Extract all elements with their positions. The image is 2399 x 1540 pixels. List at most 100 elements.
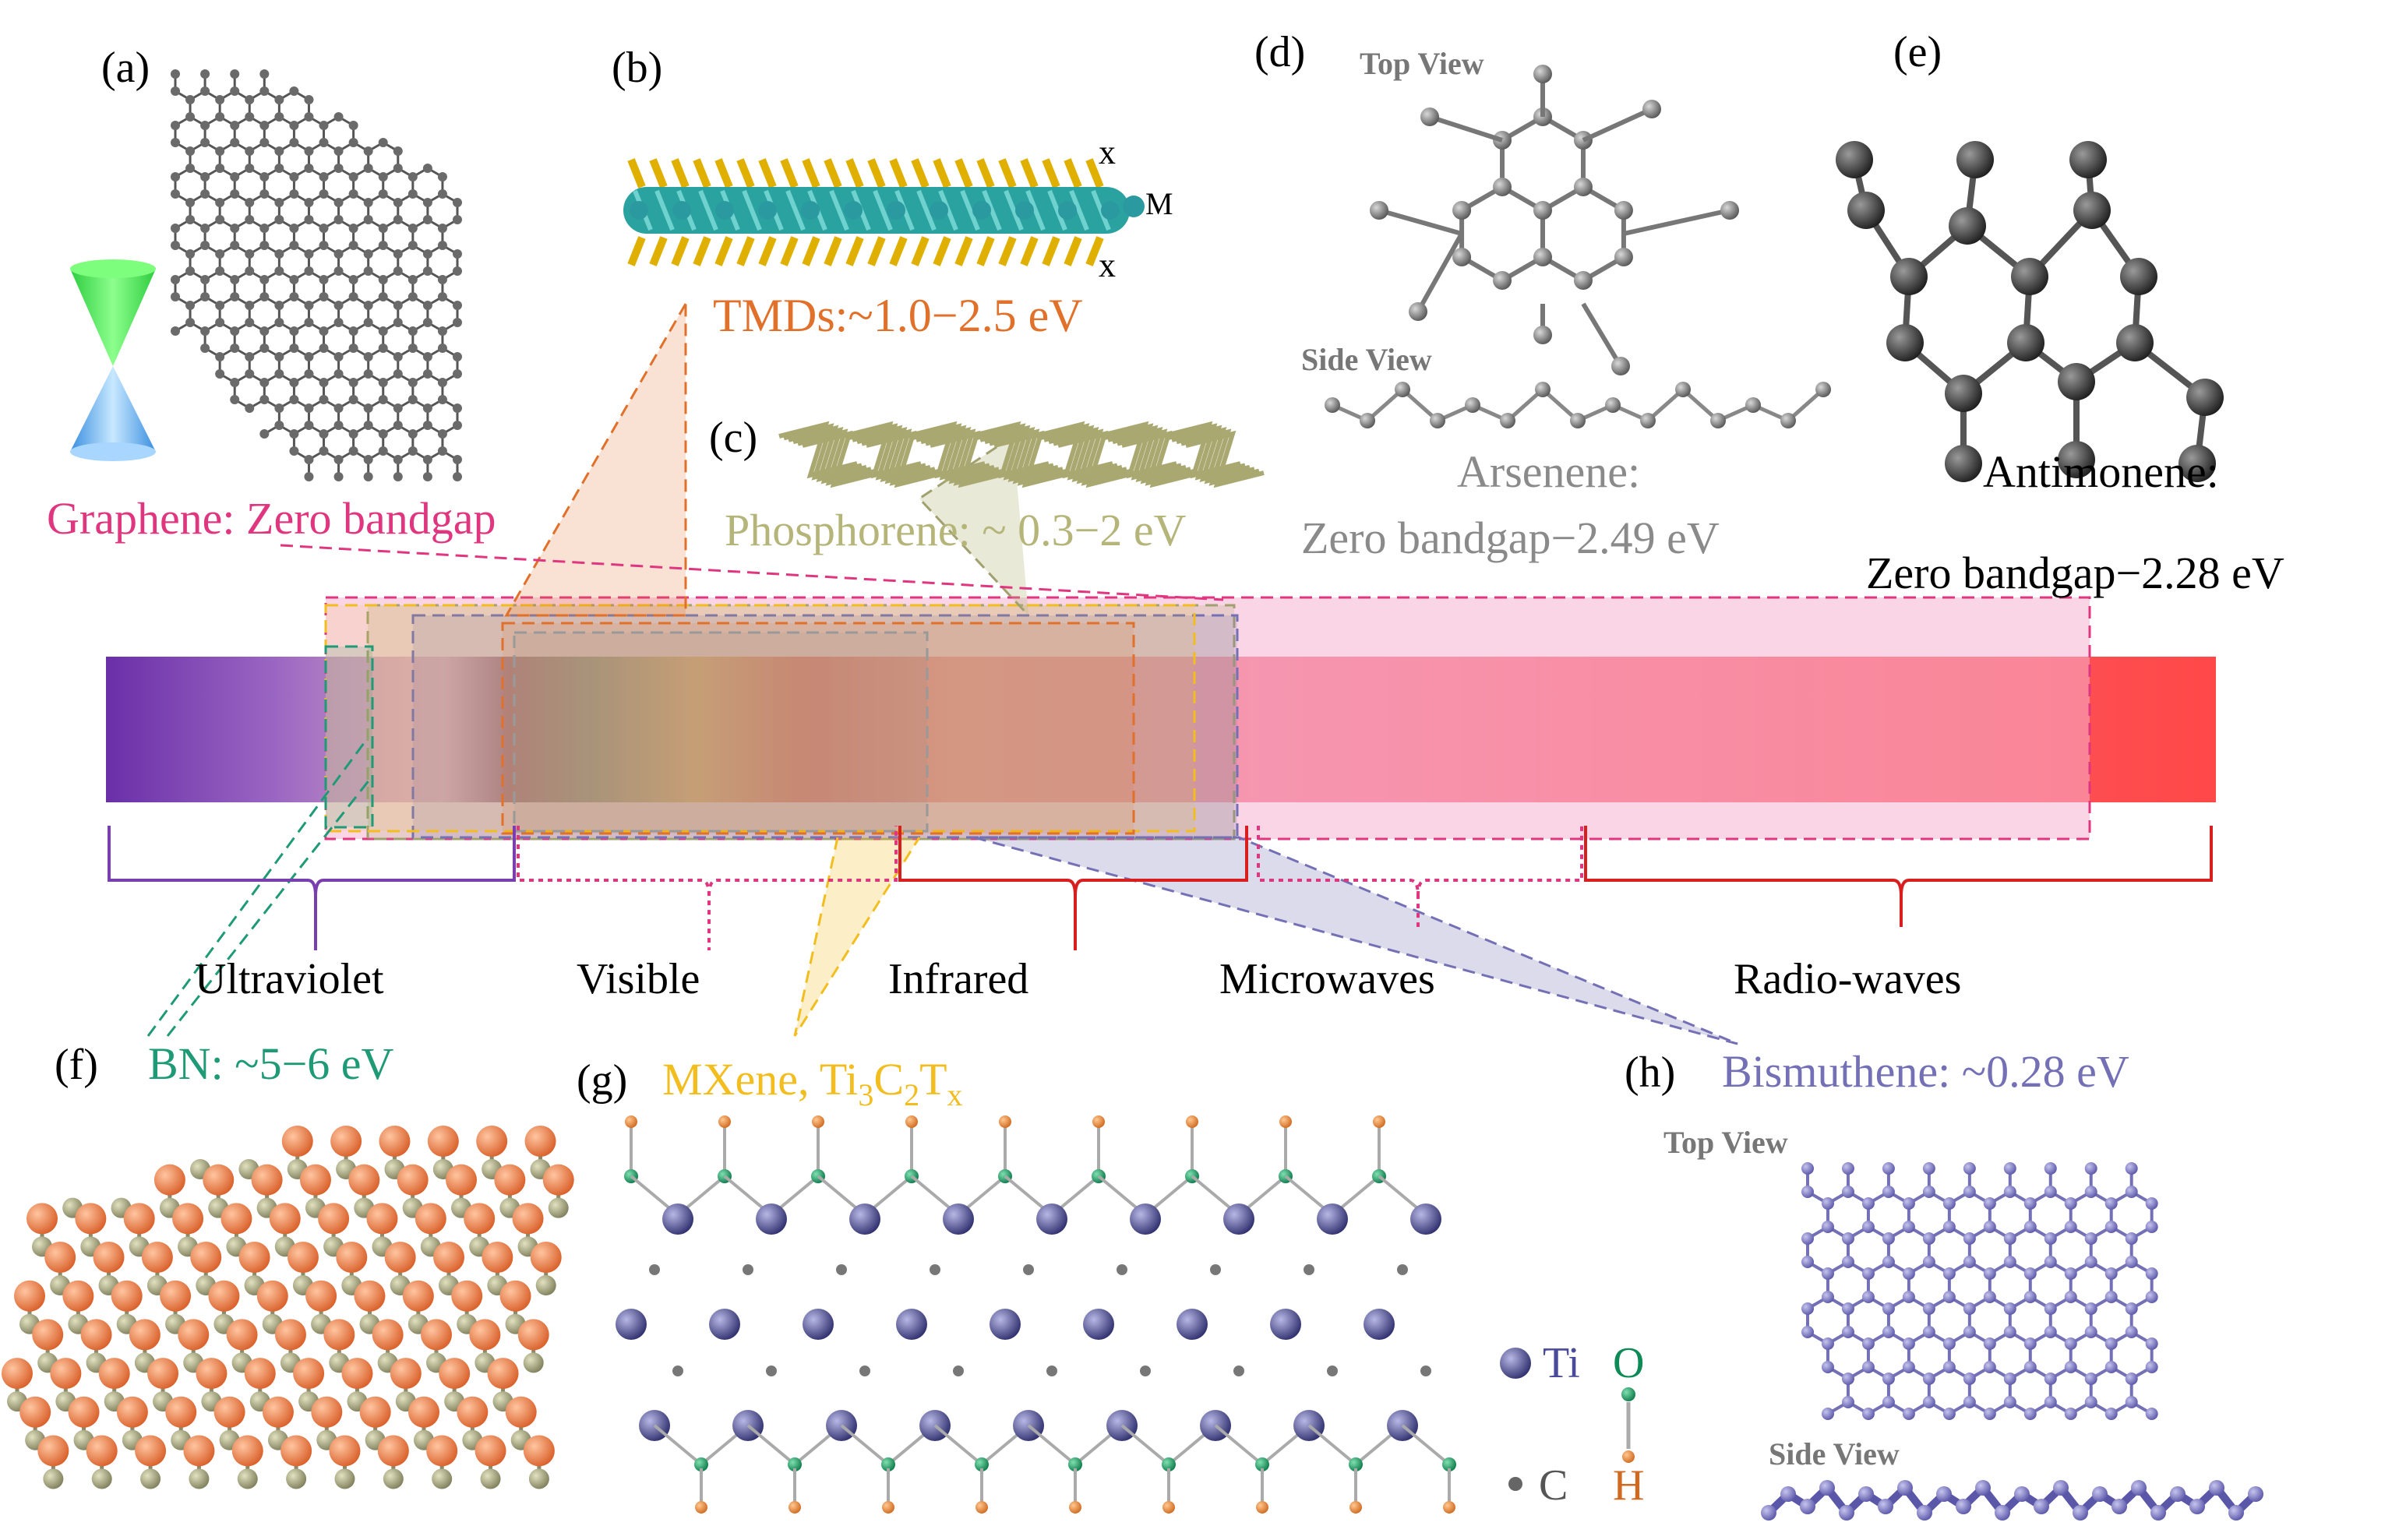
tmd-x-top — [802, 158, 820, 189]
graphene-atom — [378, 138, 388, 147]
graphene-atom — [259, 86, 270, 96]
bismuthene-atom — [2084, 1186, 2097, 1198]
graphene-atom — [319, 241, 329, 250]
graphene-atom — [333, 404, 344, 413]
tmd-x-top — [758, 158, 777, 189]
arsenene-side-atom — [1535, 382, 1551, 397]
graphene-atom — [333, 369, 344, 379]
bn-boron-atom — [415, 1203, 446, 1235]
bismuthene-atom — [2145, 1361, 2158, 1373]
bn-boron-atom — [359, 1396, 391, 1428]
mxene-ti-atom — [1083, 1309, 1114, 1340]
bismuthene-atom — [1841, 1373, 1854, 1385]
graphene-atom — [378, 446, 388, 456]
bn-boron-atom — [377, 1435, 409, 1467]
graphene-atom — [274, 249, 284, 259]
tmd-x-top — [649, 158, 668, 189]
bn-boron-atom — [499, 1280, 531, 1312]
mxene-h-atom — [1092, 1115, 1105, 1128]
bn-nitrogen-atom — [535, 1275, 556, 1296]
panel-g-mxene: (g) MXene, Ti3C2Tx Ti O C H — [577, 1054, 1644, 1514]
bn-boron-atom — [397, 1164, 429, 1196]
bn-boron-atom — [37, 1435, 69, 1467]
tmd-metal-atom — [1015, 201, 1034, 220]
mxene-formula-t: T — [919, 1054, 947, 1105]
graphene-atom — [171, 292, 180, 301]
mxene-ti-o-bond — [746, 1424, 796, 1466]
arsenene-side-atom — [1815, 382, 1831, 397]
tmd-x-bottom — [802, 236, 820, 266]
graphene-atom — [407, 275, 418, 284]
graphene-atom — [333, 215, 344, 224]
legend-c-atom — [1508, 1477, 1522, 1491]
bn-boron-atom — [446, 1164, 478, 1196]
mxene-o-atom — [975, 1457, 989, 1471]
bismuthene-side-atom — [2248, 1486, 2263, 1502]
graphene-atom — [393, 404, 403, 413]
mxene-c-atom — [672, 1366, 683, 1376]
graphene-atom — [407, 429, 418, 439]
tmd-m-bond — [960, 189, 980, 231]
graphene-atom — [333, 249, 344, 259]
tmd-x-bottom — [954, 236, 973, 266]
graphene-atom — [289, 172, 299, 181]
tmd-metal-atom — [887, 201, 905, 220]
mxene-h-atom — [695, 1501, 707, 1514]
bismuthene-atom — [2003, 1256, 2016, 1268]
graphene-atom — [230, 292, 240, 301]
tmd-x-bottom — [933, 236, 951, 266]
tmd-m-bond — [1047, 189, 1067, 231]
bismuthene-atom — [2023, 1267, 2037, 1280]
bn-boron-atom — [433, 1242, 465, 1274]
graphene-atom — [393, 421, 403, 430]
bn-boron-atom — [542, 1164, 574, 1196]
graphene-atom — [230, 172, 240, 181]
tmd-x-bottom — [976, 236, 995, 266]
graphene-atom — [289, 446, 299, 456]
graphene-atom — [304, 455, 314, 464]
tmd-x-top — [845, 158, 864, 189]
bn-boron-atom — [384, 1242, 416, 1274]
graphene-atom — [363, 455, 373, 464]
bn-boron-atom — [494, 1164, 526, 1196]
graphene-atom — [245, 249, 255, 259]
graphene-atom — [407, 172, 418, 181]
bismuthene-atom — [2064, 1291, 2077, 1303]
phosphorene-pucker — [1053, 428, 1132, 486]
graphene-atom — [230, 224, 240, 233]
bismuthene-side-atom — [2209, 1480, 2224, 1496]
graphene-atom — [215, 164, 225, 173]
graphene-atom — [185, 112, 196, 122]
bn-boron-atom — [26, 1203, 58, 1235]
graphene-atom — [200, 224, 210, 233]
bismuthene-atom — [1861, 1197, 1875, 1210]
bismuthene-side-atom — [1995, 1505, 2010, 1521]
bn-boron-atom — [178, 1319, 210, 1351]
bismuthene-side-atom — [1878, 1499, 1893, 1514]
graphene-atom — [230, 275, 240, 284]
bn-boron-atom — [32, 1319, 64, 1351]
bismuthene-atom — [2003, 1302, 2016, 1315]
arsenene-atom — [1493, 178, 1512, 196]
bn-boron-atom — [379, 1126, 411, 1157]
mxene-ti-atom — [1270, 1309, 1301, 1340]
graphene-atom — [185, 266, 196, 276]
ultraviolet-brace — [108, 826, 516, 950]
tmd-x-bottom — [998, 236, 1017, 266]
bismuthene-atom — [1821, 1337, 1834, 1350]
mxene-ti-atom — [1410, 1203, 1441, 1235]
graphene-atom — [363, 421, 373, 430]
graphene-atom — [333, 352, 344, 361]
graphene-atom — [407, 224, 418, 233]
bn-boron-atom — [280, 1435, 312, 1467]
bismuthene-atom — [2125, 1373, 2138, 1385]
bismuthene-atom — [1821, 1267, 1834, 1280]
tmd-metal-layer — [623, 187, 1130, 234]
bismuthene-atom — [1882, 1232, 1895, 1245]
bismuthene-atom — [1942, 1361, 1956, 1373]
graphene-atom — [274, 352, 284, 361]
band-label-infrared: Infrared — [888, 955, 1028, 1003]
graphene-atom — [185, 215, 196, 224]
mxene-h-atom — [1069, 1501, 1081, 1514]
